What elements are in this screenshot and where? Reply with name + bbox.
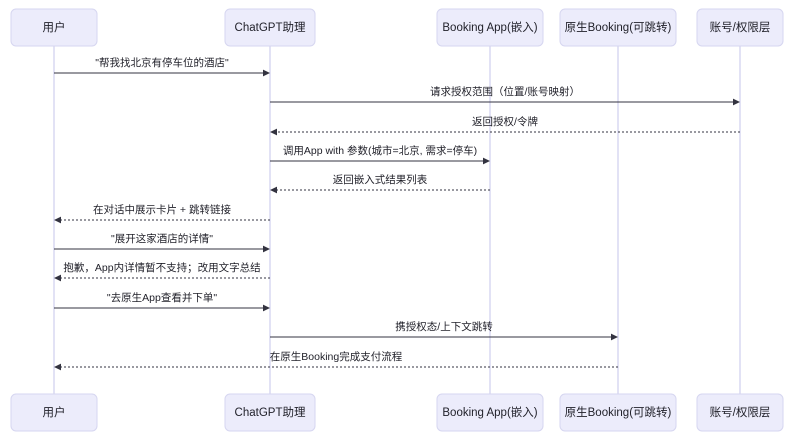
actor-label-assistant: ChatGPT助理 — [235, 20, 306, 34]
actor-user-top[interactable]: 用户 — [10, 8, 98, 47]
actor-assistant-bottom[interactable]: ChatGPT助理 — [224, 393, 316, 432]
message-arrowhead-1 — [263, 69, 270, 77]
actor-box-assistant[interactable] — [224, 8, 316, 47]
message-arrowhead-11 — [54, 363, 61, 371]
message-label-10: 携授权态/上下文跳转 — [395, 320, 493, 333]
actor-box-assistant[interactable] — [224, 393, 316, 432]
actor-box-auth[interactable] — [696, 393, 784, 432]
actor-label-auth: 账号/权限层 — [710, 406, 771, 419]
message-1-user-to-assistant: "帮我找北京有停车位的酒店" — [54, 56, 270, 77]
message-label-1: "帮我找北京有停车位的酒店" — [95, 56, 229, 69]
actor-label-user: 用户 — [43, 405, 66, 419]
actor-booking_app-top[interactable]: Booking App(嵌入) — [436, 8, 544, 47]
actors-bottom-group: 用户 ChatGPT助理 Booking App(嵌入) 原生Booking(可跳转)… — [10, 393, 784, 432]
message-label-5: 返回嵌入式结果列表 — [333, 173, 428, 186]
message-label-3: 返回授权/令牌 — [472, 115, 538, 128]
message-arrowhead-6 — [54, 216, 61, 224]
message-9-user-to-assistant: "去原生App查看并下单" — [54, 291, 270, 312]
actor-box-user[interactable] — [10, 393, 98, 432]
message-7-user-to-assistant: "展开这家酒店的详情" — [54, 232, 270, 253]
actor-box-booking_app[interactable] — [436, 393, 544, 432]
message-label-8: 抱歉，App内详情暂不支持；改用文字总结 — [63, 261, 260, 274]
message-arrowhead-4 — [483, 157, 490, 165]
actor-label-booking_app: Booking App(嵌入) — [442, 21, 537, 34]
message-4-assistant-to-booking_app: 调用App with 参数(城市=北京, 需求=停车) — [270, 144, 490, 165]
actor-box-native_booking[interactable] — [559, 393, 677, 432]
actor-label-user: 用户 — [43, 20, 66, 34]
message-arrowhead-3 — [270, 128, 277, 136]
message-label-9: "去原生App查看并下单" — [107, 291, 217, 304]
actor-native_booking-top[interactable]: 原生Booking(可跳转) — [559, 8, 677, 47]
message-arrowhead-2 — [733, 98, 740, 106]
actors-top-group: 用户 ChatGPT助理 Booking App(嵌入) 原生Booking(可跳转)… — [10, 8, 784, 47]
message-11-native_booking-to-user: 在原生Booking完成支付流程 — [54, 350, 618, 371]
actor-box-auth[interactable] — [696, 8, 784, 47]
messages-group: "帮我找北京有停车位的酒店" 请求授权范围（位置/账号映射） 返回授权/令牌调用Ap… — [54, 56, 740, 371]
actor-box-user[interactable] — [10, 8, 98, 47]
actor-label-assistant: ChatGPT助理 — [235, 405, 306, 419]
message-label-11: 在原生Booking完成支付流程 — [270, 350, 403, 363]
actor-box-native_booking[interactable] — [559, 8, 677, 47]
message-arrowhead-10 — [611, 333, 618, 341]
message-label-2: 请求授权范围（位置/账号映射） — [430, 85, 580, 98]
actor-assistant-top[interactable]: ChatGPT助理 — [224, 8, 316, 47]
message-10-assistant-to-native_booking: 携授权态/上下文跳转 — [270, 320, 618, 341]
actor-auth-bottom[interactable]: 账号/权限层 — [696, 393, 784, 432]
actor-label-booking_app: Booking App(嵌入) — [442, 406, 537, 419]
message-6-assistant-to-user: 在对话中展示卡片 + 跳转链接 — [54, 203, 270, 224]
actor-box-booking_app[interactable] — [436, 8, 544, 47]
message-arrowhead-9 — [263, 304, 270, 312]
message-label-6: 在对话中展示卡片 + 跳转链接 — [93, 203, 231, 216]
actor-label-native_booking: 原生Booking(可跳转) — [565, 20, 672, 34]
actor-booking_app-bottom[interactable]: Booking App(嵌入) — [436, 393, 544, 432]
actor-auth-top[interactable]: 账号/权限层 — [696, 8, 784, 47]
actor-user-bottom[interactable]: 用户 — [10, 393, 98, 432]
message-arrowhead-7 — [263, 245, 270, 253]
message-label-7: "展开这家酒店的详情" — [111, 232, 213, 245]
actor-label-native_booking: 原生Booking(可跳转) — [565, 405, 672, 419]
message-label-4: 调用App with 参数(城市=北京, 需求=停车) — [283, 144, 477, 157]
actor-label-auth: 账号/权限层 — [710, 21, 771, 34]
message-arrowhead-8 — [54, 274, 61, 282]
lifelines-group — [53, 46, 741, 394]
message-8-assistant-to-user: 抱歉，App内详情暂不支持；改用文字总结 — [54, 261, 270, 282]
message-3-auth-to-assistant: 返回授权/令牌 — [270, 115, 740, 136]
message-2-assistant-to-auth: 请求授权范围（位置/账号映射） — [270, 85, 740, 106]
message-arrowhead-5 — [270, 186, 277, 194]
message-5-booking_app-to-assistant: 返回嵌入式结果列表 — [270, 173, 490, 194]
actor-native_booking-bottom[interactable]: 原生Booking(可跳转) — [559, 393, 677, 432]
